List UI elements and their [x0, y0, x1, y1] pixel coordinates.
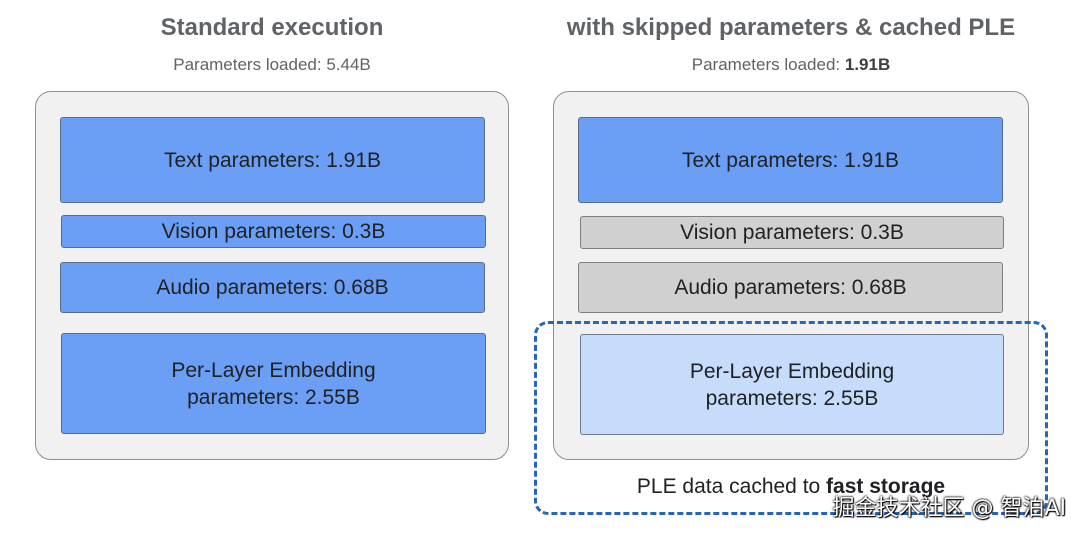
- left-model-container: Text parameters: 1.91B Vision parameters…: [35, 91, 509, 460]
- right-ple-parameters-block-cached: Per-Layer Embedding parameters: 2.55B: [580, 334, 1004, 435]
- left-ple-line1: Per-Layer Embedding: [171, 358, 376, 382]
- left-panel-subtitle: Parameters loaded: 5.44B: [35, 55, 509, 77]
- left-subtitle-value: 5.44B: [326, 55, 371, 74]
- left-subtitle-prefix: Parameters loaded:: [173, 55, 327, 74]
- right-model-container: Text parameters: 1.91B Vision parameters…: [553, 91, 1029, 460]
- cache-label: PLE data cached to fast storage: [534, 475, 1048, 499]
- fast-storage-cache-region: [534, 321, 1048, 515]
- left-vision-parameters-block: Vision parameters: 0.3B: [61, 215, 486, 248]
- cache-label-prefix: PLE data cached to: [636, 475, 827, 498]
- left-audio-parameters-block: Audio parameters: 0.68B: [60, 262, 485, 313]
- right-panel-title: with skipped parameters & cached PLE: [566, 14, 1016, 41]
- right-vision-parameters-block-skipped: Vision parameters: 0.3B: [580, 216, 1004, 249]
- right-ple-line2: parameters: 2.55B: [705, 386, 879, 410]
- left-panel-title: Standard execution: [160, 14, 384, 41]
- left-text-parameters-block: Text parameters: 1.91B: [60, 117, 485, 203]
- right-text-parameters-block: Text parameters: 1.91B: [578, 117, 1003, 203]
- left-ple-parameters-block: Per-Layer Embedding parameters: 2.55B: [61, 333, 486, 434]
- right-subtitle-prefix: Parameters loaded:: [691, 55, 845, 74]
- right-audio-parameters-block-skipped: Audio parameters: 0.68B: [578, 262, 1003, 313]
- right-subtitle-value: 1.91B: [844, 55, 891, 74]
- left-ple-line2: parameters: 2.55B: [187, 385, 360, 409]
- cache-label-bold: fast storage: [826, 475, 946, 498]
- right-ple-line1: Per-Layer Embedding: [689, 359, 895, 383]
- right-panel-subtitle: Parameters loaded: 1.91B: [553, 55, 1029, 77]
- watermark: 掘金技术社区 @ 智泊AI: [832, 496, 1066, 521]
